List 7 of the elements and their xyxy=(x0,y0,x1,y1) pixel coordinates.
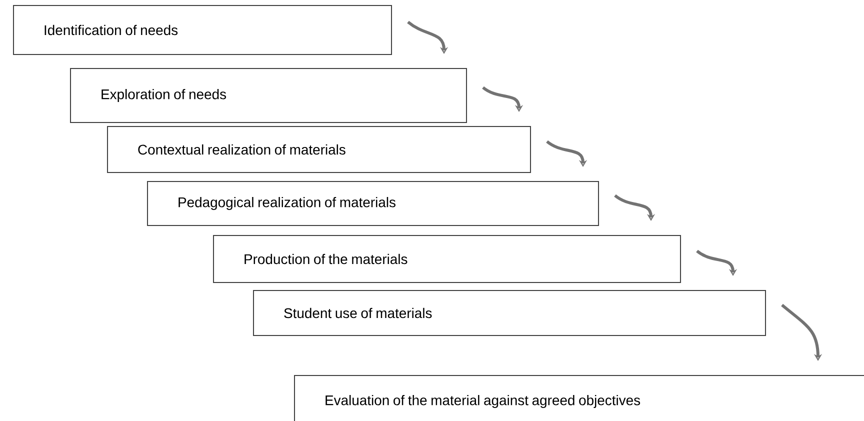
step-box: Exploration of needs xyxy=(70,68,467,123)
step-box: Identification of needs xyxy=(13,5,392,55)
step-box: Student use of materials xyxy=(253,290,766,336)
step-box: Evaluation of the material against agreed objectives xyxy=(294,375,864,421)
step-box: Pedagogical realization of materials xyxy=(147,181,600,226)
step-box: Contextual realization of materials xyxy=(107,126,531,173)
step-box: Production of the materials xyxy=(213,235,682,283)
